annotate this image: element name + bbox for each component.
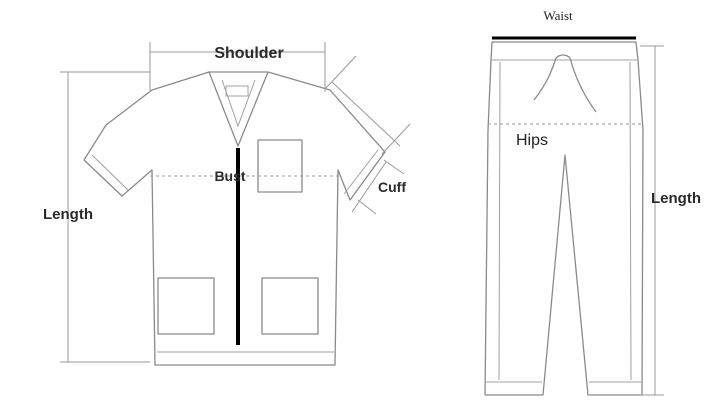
v-neck-outer bbox=[208, 71, 269, 147]
sleeve-tick-top bbox=[325, 55, 357, 89]
neck-label bbox=[225, 85, 249, 97]
hips-label: Hips bbox=[516, 132, 548, 149]
cuff-tick-upper bbox=[383, 159, 405, 175]
pants-dimensions bbox=[488, 36, 664, 396]
left-lower-pocket bbox=[157, 277, 215, 335]
drawstring bbox=[533, 54, 597, 113]
right-lower-pocket bbox=[261, 277, 319, 335]
cuff-dimension-line bbox=[351, 161, 387, 213]
shirt-dimensions bbox=[60, 42, 411, 363]
bust-label: Bust bbox=[214, 168, 245, 184]
pants-length-label: Length bbox=[651, 190, 701, 207]
pants-outline bbox=[484, 41, 644, 396]
scrub-top-drawing bbox=[83, 71, 386, 366]
top-length-label: Length bbox=[43, 206, 93, 223]
chest-pocket bbox=[257, 139, 303, 193]
left-sleeve-cuff bbox=[91, 154, 129, 191]
v-neck-inner bbox=[221, 79, 256, 128]
left-side-seam bbox=[498, 61, 501, 381]
cuff-tick-lower bbox=[357, 199, 377, 215]
scrub-top-outline bbox=[83, 71, 386, 366]
waist-label: Waist bbox=[543, 8, 573, 23]
shoulder-label: Shoulder bbox=[214, 45, 283, 62]
sleeve-tick-bottom bbox=[381, 123, 411, 155]
right-sleeve-cuff bbox=[343, 149, 379, 195]
cuff-label: Cuff bbox=[378, 179, 406, 195]
sleeve-dimension-line bbox=[331, 81, 401, 147]
right-side-seam bbox=[629, 61, 632, 381]
scrub-pants-drawing bbox=[484, 41, 644, 396]
